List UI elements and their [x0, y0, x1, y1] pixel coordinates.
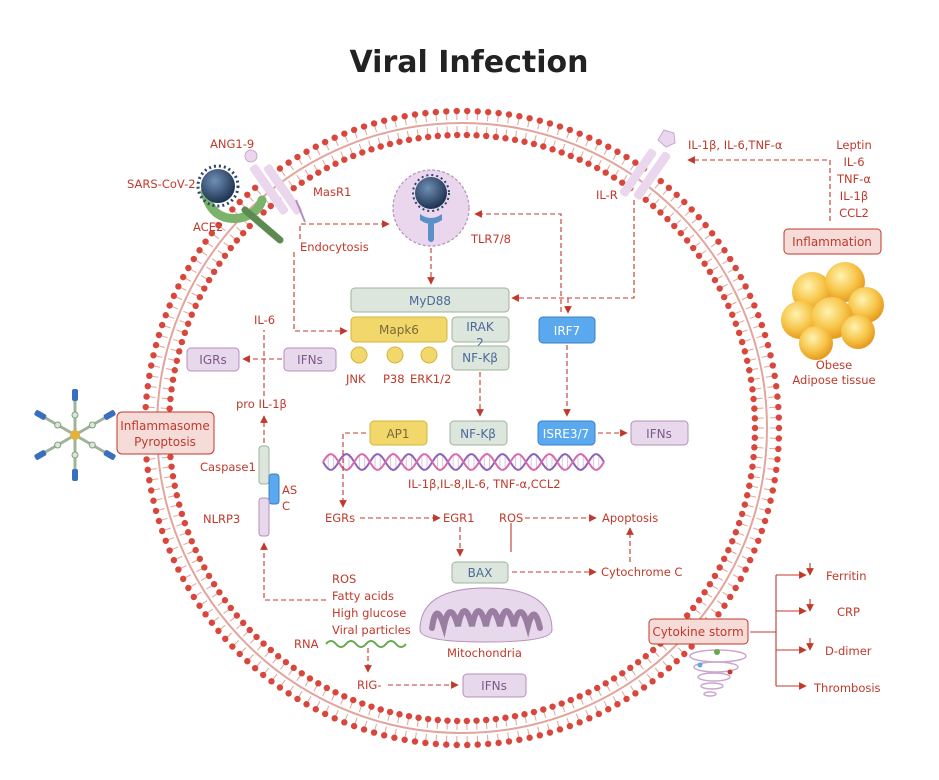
adipokine-ccl2: CCL2 — [839, 206, 869, 220]
asc-label: AS — [282, 483, 297, 497]
jnk-label: JNK — [345, 372, 366, 386]
adipokine-tnfa: TNF-α — [836, 172, 871, 186]
ifns-left-box — [283, 347, 337, 372]
ang1-9-molecule-icon — [244, 149, 258, 163]
irak-box — [451, 316, 510, 343]
sars-cov-2-virus-icon — [196, 164, 240, 208]
obese-label: Obese — [816, 358, 853, 372]
mitochondria-icon — [419, 587, 553, 643]
igrs-label: IGRs — [199, 353, 226, 367]
crp-label: CRP — [837, 605, 860, 619]
adipokine-il6: IL-6 — [843, 155, 864, 169]
cytochrome-c-label: Cytochrome C — [601, 565, 682, 579]
ap1-box — [369, 420, 428, 446]
masr1-receptor-icon — [249, 164, 306, 223]
rna-label: RNA — [294, 637, 319, 651]
nlrp3-label: NLRP3 — [203, 512, 240, 526]
il-r-receptor-icon — [619, 129, 676, 200]
igrs-box — [186, 347, 240, 372]
ace2-receptor-icon — [200, 187, 284, 244]
stress-high-glucose: High glucose — [332, 606, 406, 620]
asc-bar — [268, 473, 280, 505]
egrs-label: EGRs — [325, 511, 355, 525]
rna-strand-icon — [325, 640, 407, 648]
caspase1-label: Caspase1 — [200, 460, 256, 474]
inflammation-box — [783, 228, 882, 255]
isre-label: ISRE3/7 — [543, 427, 589, 441]
ace2-label: ACE2 — [193, 220, 223, 234]
ifns-bottom-box — [462, 673, 527, 698]
ifns-bottom-label: IFNs — [481, 679, 507, 693]
adipokine-list: Leptin IL-6 TNF-α IL-1β CCL2 — [836, 138, 872, 220]
asc-label-2: C — [282, 499, 290, 513]
inflammasome-label: Inflammasome — [120, 419, 209, 433]
thrombosis-label: Thrombosis — [813, 681, 881, 695]
dna-products-label: IL-1β,IL-8,IL-6, TNF-α,CCL2 — [408, 477, 561, 491]
inflammasome-structure-icon — [34, 389, 116, 481]
pyroptosis-label: Pyroptosis — [134, 435, 196, 449]
erk-molecule-icon — [420, 346, 438, 364]
rig-label: RIG- — [357, 678, 381, 692]
bax-label: BAX — [468, 566, 493, 580]
p38-label: P38 — [383, 372, 405, 386]
ros-top-label: ROS — [499, 511, 523, 525]
egr1-label: EGR1 — [443, 511, 475, 525]
il6-label: IL-6 — [254, 313, 275, 327]
ifns-left-label: IFNs — [297, 353, 323, 367]
pro-il1b-label: pro IL-1β — [236, 397, 287, 411]
myd88-box — [350, 287, 510, 313]
cytokine-storm-tornado-icon — [689, 649, 747, 697]
cytokine-storm-label: Cytokine storm — [652, 625, 743, 639]
inflammasome-box — [116, 411, 215, 455]
nfkb-upper-label: NF-Kβ — [462, 351, 498, 365]
myd88-label: MyD88 — [409, 294, 451, 308]
inflammation-label: Inflammation — [792, 235, 872, 249]
mapk6-label: Mapk6 — [379, 323, 419, 337]
nfkb-lower-box — [449, 420, 508, 446]
bax-box — [451, 561, 509, 584]
irf7-box — [538, 316, 596, 344]
pathway-arrows — [242, 156, 831, 690]
tlr7-8-label: TLR7/8 — [470, 232, 511, 246]
jnk-molecule-icon — [350, 346, 368, 364]
irf7-label: IRF7 — [554, 324, 580, 338]
cell-membrane — [141, 107, 783, 749]
mitochondria-label: Mitochondria — [447, 646, 522, 660]
il-cytokines-label: IL-1β, IL-6,TNF-α — [688, 138, 783, 152]
ferritin-label: Ferritin — [826, 569, 867, 583]
p38-molecule-icon — [386, 346, 404, 364]
apoptosis-label: Apoptosis — [602, 511, 658, 525]
irak-label: IRAK — [466, 320, 495, 334]
adipose-tissue-icon — [781, 262, 884, 360]
dna-helix-icon — [322, 452, 605, 472]
nfkb-upper-box — [451, 345, 510, 371]
adipokine-il1b: IL-1β — [840, 189, 868, 203]
irak-label-2: 2 — [476, 336, 484, 350]
nfkb-lower-label: NF-Kβ — [460, 427, 496, 441]
adipokine-leptin: Leptin — [836, 138, 872, 152]
ifns-right-box — [630, 420, 689, 446]
masr1-label: MasR1 — [313, 185, 351, 199]
endosome-tlr-icon — [392, 169, 470, 247]
stress-viral-particles: Viral particles — [332, 623, 411, 637]
cytokine-storm-box — [648, 618, 749, 645]
isre-box — [537, 420, 596, 446]
page-title: Viral Infection — [349, 45, 588, 80]
ang1-9-label: ANG1-9 — [210, 137, 254, 151]
sars-cov-2-label: SARS-CoV-2 — [127, 177, 196, 191]
ifns-right-label: IFNs — [646, 427, 672, 441]
stress-fatty-acids: Fatty acids — [332, 589, 394, 603]
adipose-tissue-label: Adipose tissue — [792, 373, 875, 387]
caspase1-bar — [258, 445, 270, 485]
nlrp3-bar — [258, 497, 270, 537]
stress-ros: ROS — [332, 572, 356, 586]
mapk6-box — [350, 316, 448, 343]
ap1-label: AP1 — [386, 427, 409, 441]
il-r-label: IL-R — [596, 188, 618, 202]
ddimer-label: D-dimer — [825, 644, 872, 658]
endocytosis-label: Endocytosis — [300, 240, 369, 254]
erk-label: ERK1/2 — [410, 372, 451, 386]
